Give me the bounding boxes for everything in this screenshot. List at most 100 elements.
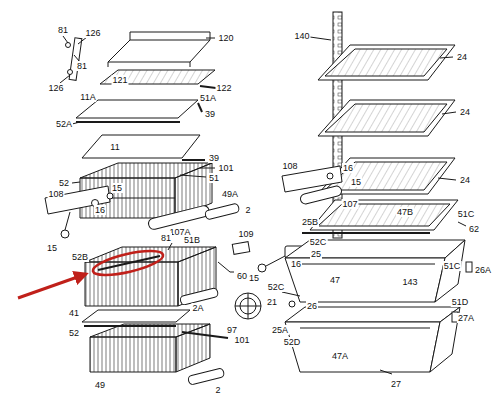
callout-number: 21 (266, 297, 278, 307)
left-parts (82, 310, 190, 322)
callout-number: 25B (301, 217, 319, 227)
callout-number: 109 (237, 229, 254, 239)
right-parts (442, 112, 456, 114)
left-parts (45, 186, 110, 214)
left-parts (130, 32, 210, 40)
highlight (91, 246, 165, 280)
right-parts (466, 262, 472, 272)
callout-number: 52A (55, 119, 73, 129)
right-parts (325, 49, 447, 76)
right-parts (289, 301, 295, 307)
highlight (18, 274, 86, 298)
callout-number: 15 (248, 273, 260, 283)
left-parts (60, 75, 70, 83)
callout-number: 62 (468, 224, 480, 234)
right-parts (327, 173, 333, 179)
callout-number: 101 (233, 335, 250, 345)
callout-number: 52 (68, 328, 80, 338)
left-parts (235, 293, 261, 319)
callout-number: 24 (456, 52, 468, 62)
callout-number: 51C (443, 261, 462, 271)
callout-number: 16 (290, 259, 302, 269)
right-parts (318, 100, 455, 136)
left-parts (85, 262, 178, 306)
right-parts (325, 162, 447, 190)
right-parts (318, 204, 450, 226)
left-parts (107, 193, 113, 199)
callout-number: 81 (76, 61, 88, 71)
callout-number: 41 (68, 308, 80, 318)
callout-number: 15 (46, 243, 58, 253)
right-parts (435, 240, 465, 302)
left-parts (218, 262, 234, 272)
left-parts (65, 212, 70, 230)
left-parts (232, 242, 249, 255)
left-parts (72, 122, 80, 124)
right-parts (440, 57, 453, 58)
callout-number: 52C (267, 282, 286, 292)
callout-number: 126 (84, 28, 101, 38)
callout-number: 60 (236, 271, 248, 281)
right-parts (258, 264, 266, 272)
callout-number: 25A (271, 325, 289, 335)
callout-number: 26 (306, 301, 318, 311)
callout-number: 52C (309, 237, 328, 247)
left-parts (76, 100, 198, 118)
left-parts (82, 135, 200, 158)
left-parts (182, 332, 228, 338)
left-parts (205, 203, 240, 220)
callout-number: 11 (109, 142, 120, 152)
callout-number: 140 (293, 31, 310, 41)
callout-number: 52B (71, 252, 89, 262)
callout-number: 52 (58, 178, 70, 188)
right-parts (438, 178, 456, 180)
callout-number: 2 (214, 385, 221, 395)
left-parts (108, 62, 109, 67)
left-parts (100, 70, 215, 84)
left-parts (68, 70, 73, 75)
left-parts (168, 243, 172, 250)
right-parts (266, 256, 285, 266)
callout-number: 11A (79, 92, 96, 102)
callout-number: 24 (459, 107, 471, 117)
callout-number: 47 (329, 275, 341, 285)
callout-number: 15 (350, 177, 362, 187)
callout-number: 2A (191, 303, 204, 313)
callout-number: 25 (310, 249, 322, 259)
callout-number: 107 (341, 199, 358, 209)
left-parts (182, 159, 205, 161)
callout-number: 126 (47, 83, 64, 93)
callout-number: 81 (57, 25, 69, 35)
callout-number: 15 (111, 183, 123, 193)
right-parts (285, 258, 445, 302)
callout-number: 16 (342, 163, 354, 173)
left-parts (90, 337, 176, 372)
left-parts (190, 62, 191, 67)
callout-number: 47B (396, 207, 414, 217)
callout-number: 108 (47, 189, 64, 199)
highlight (18, 246, 165, 298)
callout-number: 39 (204, 109, 216, 119)
callout-number: 120 (217, 33, 234, 43)
right-parts (285, 322, 440, 372)
left-parts (198, 103, 202, 112)
callout-number: 51B (183, 235, 201, 245)
callout-number: 97 (226, 325, 238, 335)
left-parts (176, 324, 210, 372)
callout-number: 52D (283, 337, 302, 347)
right-parts (258, 12, 472, 374)
right-parts (430, 307, 460, 372)
callout-number: 51C (457, 209, 476, 219)
callout-number: 143 (401, 277, 418, 287)
callout-number: 122 (215, 83, 232, 93)
callout-number: 51 (208, 173, 220, 183)
callout-number: 81 (160, 233, 172, 243)
right-parts (300, 328, 430, 329)
callout-number: 108 (281, 161, 298, 171)
left-parts (63, 36, 68, 43)
right-parts (325, 104, 447, 132)
left-parts (61, 230, 69, 238)
callout-number: 2 (244, 205, 251, 215)
left-parts (108, 40, 210, 62)
